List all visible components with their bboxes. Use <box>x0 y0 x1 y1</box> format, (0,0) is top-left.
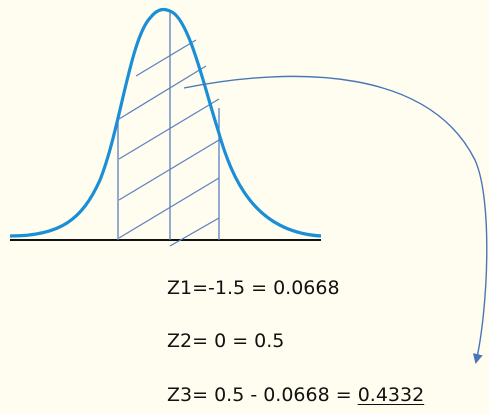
hatch-line <box>169 217 220 247</box>
bell-curve <box>9 7 322 238</box>
equation-z3-prefix: Z3= 0.5 - 0.0668 = <box>167 384 358 406</box>
hatch-line <box>135 39 197 77</box>
hatch-lines <box>118 39 220 247</box>
equation-z3-result: 0.4332 <box>357 384 425 406</box>
hatch-line <box>118 139 220 201</box>
equation-z3: Z3= 0.5 - 0.0668 = 0.4332 <box>167 384 424 406</box>
equation-z2: Z2= 0 = 0.5 <box>167 330 285 352</box>
hatch-line <box>118 98 220 160</box>
equation-z1: Z1=-1.5 = 0.0668 <box>167 277 340 299</box>
hatch-line <box>118 177 220 239</box>
hatch-line <box>118 65 207 120</box>
curved-arrow <box>183 75 488 364</box>
